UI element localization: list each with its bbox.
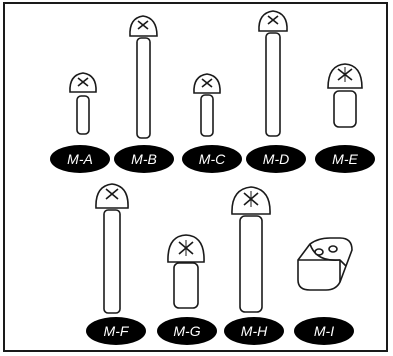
part-m-h-screw <box>231 186 271 313</box>
label-m-g: M-G <box>157 317 217 345</box>
svg-text:M-A: M-A <box>67 151 93 167</box>
svg-text:M-D: M-D <box>263 151 289 167</box>
svg-text:M-I: M-I <box>314 323 334 339</box>
label-m-e: M-E <box>315 145 375 173</box>
part-m-b-screw <box>129 15 158 139</box>
label-m-d: M-D <box>246 145 306 173</box>
svg-text:M-B: M-B <box>131 151 157 167</box>
part-m-f-screw <box>95 183 129 314</box>
svg-text:M-G: M-G <box>173 323 200 339</box>
part-m-i-spacer <box>297 237 353 291</box>
label-m-b: M-B <box>114 145 174 173</box>
part-m-g-screw <box>167 234 205 309</box>
label-m-a: M-A <box>50 145 110 173</box>
svg-text:M-H: M-H <box>241 323 268 339</box>
part-m-c-screw <box>193 73 221 137</box>
part-m-d-screw <box>258 10 288 137</box>
part-m-a-screw <box>69 72 97 135</box>
label-m-f: M-F <box>86 317 146 345</box>
label-m-h: M-H <box>224 317 284 345</box>
svg-text:M-E: M-E <box>332 151 358 167</box>
label-m-c: M-C <box>182 145 242 173</box>
part-m-e-screw <box>327 63 363 128</box>
svg-text:M-C: M-C <box>199 151 226 167</box>
svg-text:M-F: M-F <box>104 323 130 339</box>
label-m-i: M-I <box>294 317 354 345</box>
